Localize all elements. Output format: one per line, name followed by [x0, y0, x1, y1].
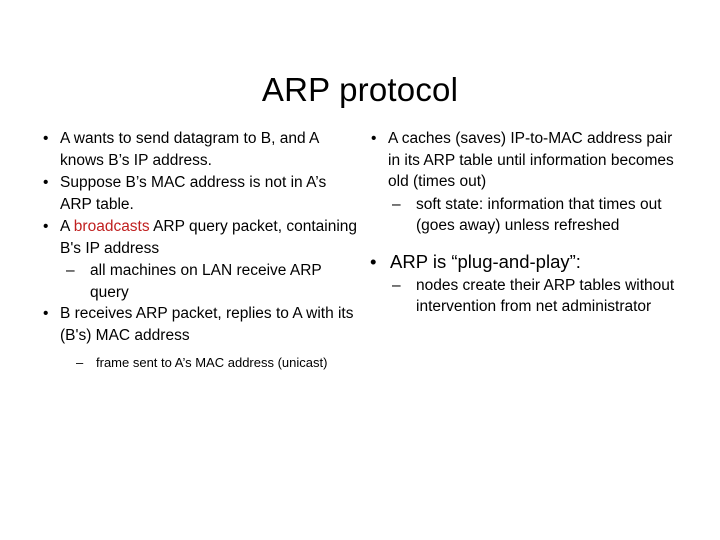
sub-list-item: – nodes create their ARP tables without …: [390, 275, 684, 318]
left-content-column: • A wants to send datagram to B, and A k…: [36, 128, 358, 372]
right-content-column: • A caches (saves) IP-to-MAC address pai…: [364, 128, 684, 318]
bullet-icon: •: [43, 218, 49, 235]
list-item-broadcasts: • A broadcasts ARP query packet, contain…: [36, 216, 358, 259]
bullet-icon: •: [370, 250, 377, 272]
list-item: • A wants to send datagram to B, and A k…: [36, 128, 358, 171]
bullet-icon: •: [43, 174, 49, 191]
list-item-plug-and-play: • ARP is “plug-and-play”:: [364, 249, 684, 274]
bullet-icon: •: [371, 130, 377, 147]
dash-icon: –: [66, 262, 75, 279]
right-sublist-nodes: – nodes create their ARP tables without …: [364, 275, 684, 318]
highlighted-term: broadcasts: [73, 218, 150, 235]
spacer: [364, 237, 684, 249]
list-item-text-after: ARP query packet, containing B's IP addr…: [60, 218, 357, 257]
right-sublist-softstate: – soft state: information that times out…: [364, 194, 684, 237]
list-item-label: A caches (saves) IP-to-MAC address pair …: [388, 130, 674, 190]
sub-list-item: – soft state: information that times out…: [390, 194, 684, 237]
sub-list-item-label: nodes create their ARP tables without in…: [416, 276, 675, 316]
list-item-label: Suppose B’s MAC address is not in A’s AR…: [60, 174, 327, 213]
sub-list-item-label: soft state: information that times out (…: [416, 195, 662, 235]
dash-icon: –: [392, 195, 401, 213]
left-sublist-lan: – all machines on LAN receive ARP query: [36, 260, 358, 303]
sub-list-item-label: all machines on LAN receive ARP query: [90, 262, 322, 301]
list-item-label: A wants to send datagram to B, and A kno…: [60, 130, 319, 169]
list-item-label: B receives ARP packet, replies to A with…: [60, 305, 354, 344]
list-item: • Suppose B’s MAC address is not in A’s …: [36, 172, 358, 215]
page-title: ARP protocol: [261, 71, 459, 109]
list-item-text-before: A: [60, 218, 74, 235]
dash-icon: –: [392, 276, 401, 294]
bullet-icon: •: [43, 130, 49, 147]
left-bullet-list: • A wants to send datagram to B, and A k…: [36, 128, 358, 372]
right-bullet-list: • A caches (saves) IP-to-MAC address pai…: [364, 128, 684, 318]
sub-list-item: – all machines on LAN receive ARP query: [64, 260, 358, 303]
bullet-icon: •: [43, 305, 49, 322]
dash-icon: –: [76, 355, 84, 370]
list-item: • B receives ARP packet, replies to A wi…: [36, 303, 358, 346]
sub-list-item-small: – frame sent to A’s MAC address (unicast…: [74, 354, 358, 372]
list-item-label: ARP is “plug-and-play”:: [390, 250, 581, 272]
spacer: [36, 347, 358, 354]
sub-list-item-label: frame sent to A’s MAC address (unicast): [96, 355, 328, 370]
left-sublist-frame: – frame sent to A’s MAC address (unicast…: [36, 354, 358, 372]
list-item: • A caches (saves) IP-to-MAC address pai…: [364, 128, 684, 193]
